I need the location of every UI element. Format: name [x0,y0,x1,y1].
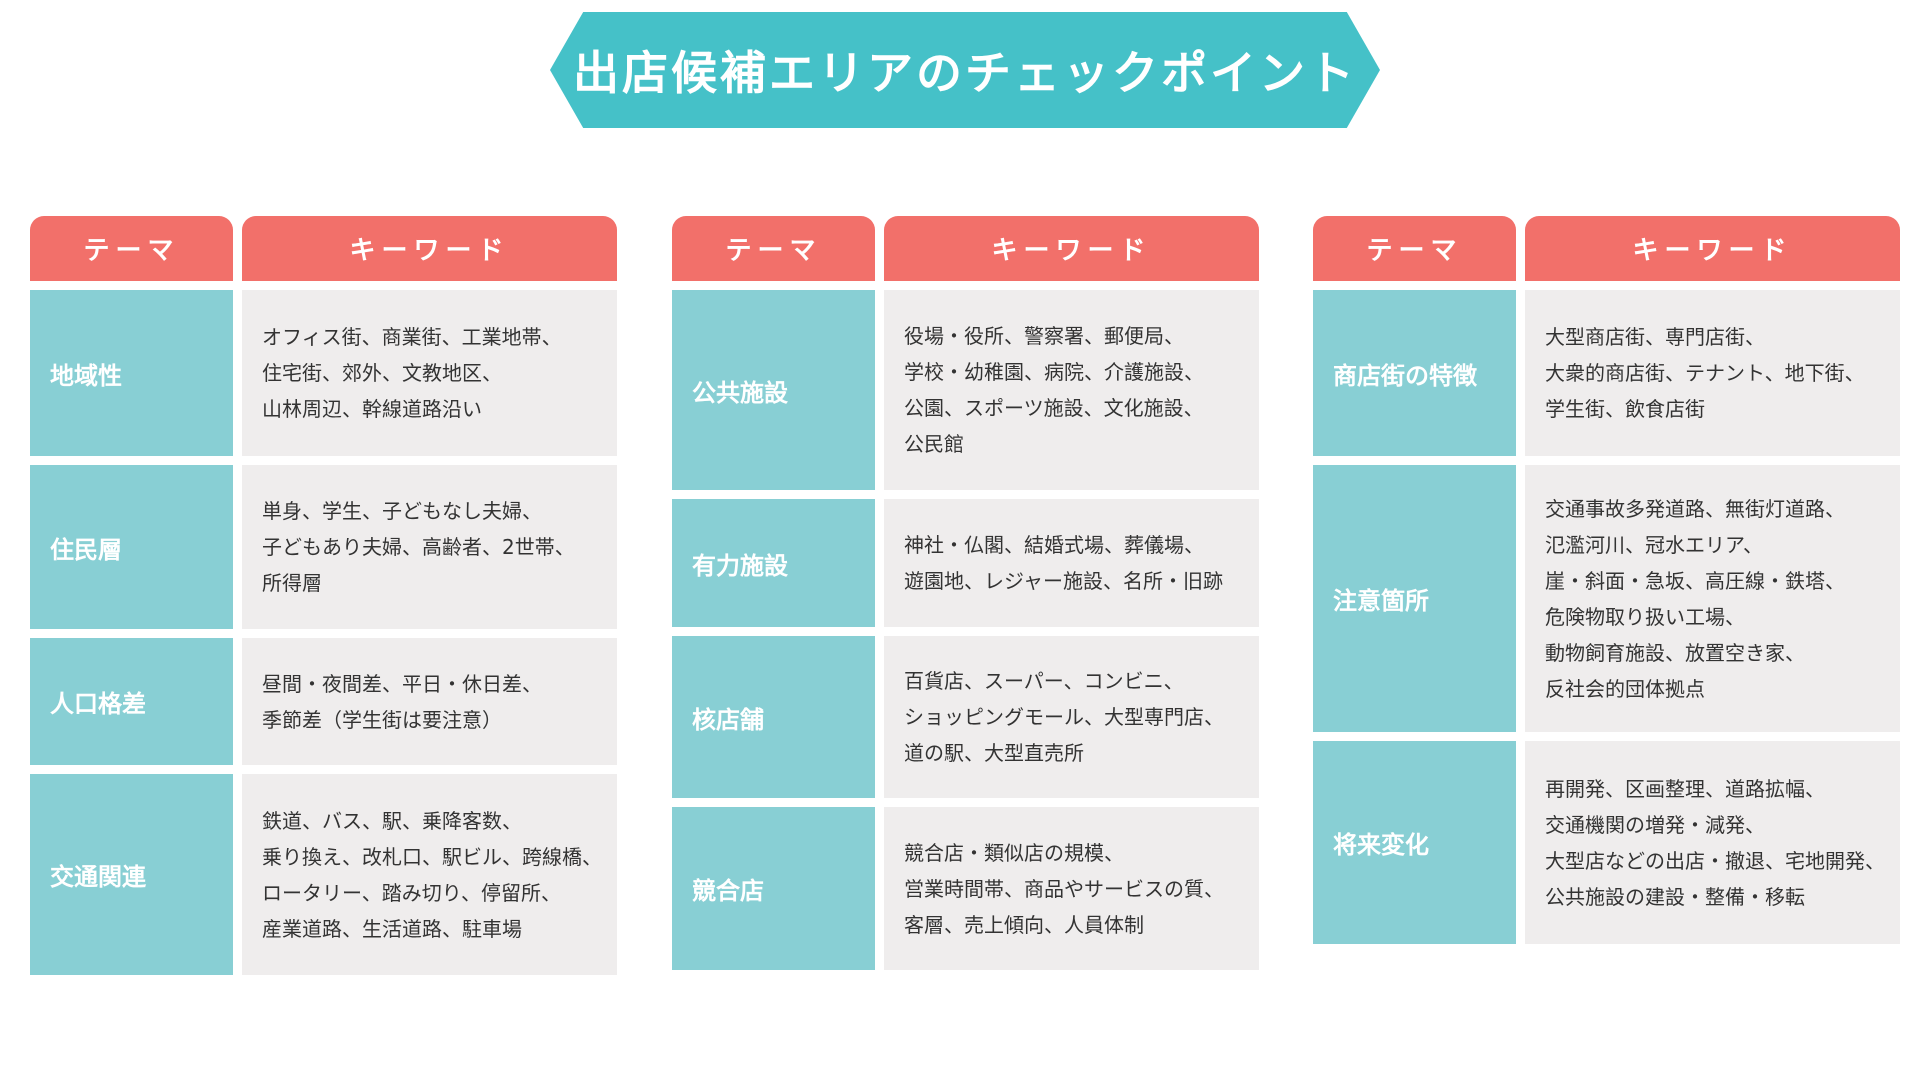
header-theme: テーマ [672,216,875,281]
table-header-row: テーマキーワード [1313,216,1900,281]
theme-cell: 公共施設 [672,290,875,490]
keyword-lines: 昼間・夜間差、平日・休日差、季節差（学生街は要注意） [262,666,542,738]
keyword-line: 季節差（学生街は要注意） [262,707,502,732]
theme-cell: 注意箇所 [1313,465,1516,732]
keyword-cell: 再開発、区画整理、道路拡幅、交通機関の増発・減発、大型店などの出店・撤退、宅地開… [1525,741,1900,944]
table-row: 公共施設役場・役所、警察署、郵便局、学校・幼稚園、病院、介護施設、公園、スポーツ… [672,290,1259,490]
keyword-line: 動物飼育施設、放置空き家、 [1545,640,1805,665]
keyword-line: 大衆的商店街、テナント、地下街、 [1545,361,1865,385]
keyword-line: 道の駅、大型直売所 [904,741,1084,765]
keyword-line: 崖・斜面・急坂、高圧線・鉄塔、 [1545,568,1845,593]
header-keyword: キーワード [1525,216,1900,281]
keyword-line: 営業時間帯、商品やサービスの質、 [904,876,1224,901]
keyword-line: 大型店などの出店・撤退、宅地開発、 [1545,848,1885,873]
keyword-line: 学校・幼稚園、病院、介護施設、 [904,360,1204,384]
table-row: 人口格差昼間・夜間差、平日・休日差、季節差（学生街は要注意） [30,638,617,765]
keyword-line: 役場・役所、警察署、郵便局、 [904,324,1184,348]
keyword-line: 遊園地、レジャー施設、名所・旧跡 [904,569,1223,593]
theme-cell: 交通関連 [30,774,233,975]
table-row: 有力施設神社・仏閣、結婚式場、葬儀場、遊園地、レジャー施設、名所・旧跡 [672,499,1259,627]
keyword-line: ロータリー、踏み切り、停留所、 [262,880,561,905]
keyword-line: 所得層 [262,571,322,595]
keyword-cell: オフィス街、商業街、工業地帯、住宅街、郊外、文教地区、山林周辺、幹線道路沿い [242,290,617,456]
header-keyword: キーワード [884,216,1259,281]
keyword-line: 乗り換え、改札口、駅ビル、跨線橋、 [262,844,602,869]
keyword-line: 住宅街、郊外、文教地区、 [262,361,502,385]
keyword-line: 公民館 [904,432,964,456]
keyword-line: 反社会的団体拠点 [1545,676,1705,701]
keyword-line: 百貨店、スーパー、コンビニ、 [904,669,1184,693]
theme-cell: 将来変化 [1313,741,1516,944]
checkpoint-table-2: テーマキーワード公共施設役場・役所、警察署、郵便局、学校・幼稚園、病院、介護施設… [672,216,1259,979]
table-header-row: テーマキーワード [672,216,1259,281]
keyword-cell: 役場・役所、警察署、郵便局、学校・幼稚園、病院、介護施設、公園、スポーツ施設、文… [884,290,1259,490]
keyword-line: 公共施設の建設・整備・移転 [1545,884,1805,909]
theme-cell: 地域性 [30,290,233,456]
keyword-cell: 鉄道、バス、駅、乗降客数、乗り換え、改札口、駅ビル、跨線橋、ロータリー、踏み切り… [242,774,617,975]
keyword-cell: 競合店・類似店の規模、営業時間帯、商品やサービスの質、客層、売上傾向、人員体制 [884,807,1259,970]
theme-cell: 有力施設 [672,499,875,627]
header-theme: テーマ [1313,216,1516,281]
keyword-cell: 大型商店街、専門店街、大衆的商店街、テナント、地下街、学生街、飲食店街 [1525,290,1900,456]
keyword-lines: 役場・役所、警察署、郵便局、学校・幼稚園、病院、介護施設、公園、スポーツ施設、文… [904,318,1204,462]
table-row: 商店街の特徴大型商店街、専門店街、大衆的商店街、テナント、地下街、学生街、飲食店… [1313,290,1900,456]
table-header-row: テーマキーワード [30,216,617,281]
table-row: 交通関連鉄道、バス、駅、乗降客数、乗り換え、改札口、駅ビル、跨線橋、ロータリー、… [30,774,617,975]
keyword-line: 危険物取り扱い工場、 [1545,604,1745,629]
keyword-line: 山林周辺、幹線道路沿い [262,397,482,421]
table-row: 注意箇所交通事故多発道路、無街灯道路、氾濫河川、冠水エリア、崖・斜面・急坂、高圧… [1313,465,1900,732]
keyword-cell: 神社・仏閣、結婚式場、葬儀場、遊園地、レジャー施設、名所・旧跡 [884,499,1259,627]
title-banner: 出店候補エリアのチェックポイント [550,12,1380,128]
keyword-lines: オフィス街、商業街、工業地帯、住宅街、郊外、文教地区、山林周辺、幹線道路沿い [262,319,562,427]
checkpoint-table-3: テーマキーワード商店街の特徴大型商店街、専門店街、大衆的商店街、テナント、地下街… [1313,216,1900,953]
keyword-line: 客層、売上傾向、人員体制 [904,912,1144,937]
keyword-lines: 大型商店街、専門店街、大衆的商店街、テナント、地下街、学生街、飲食店街 [1545,319,1865,427]
theme-cell: 核店舗 [672,636,875,798]
keyword-line: 神社・仏閣、結婚式場、葬儀場、 [904,533,1204,557]
keyword-line: 交通事故多発道路、無街灯道路、 [1545,496,1845,521]
keyword-line: 昼間・夜間差、平日・休日差、 [262,671,542,696]
keyword-line: 交通機関の増発・減発、 [1545,812,1765,837]
keyword-line: 再開発、区画整理、道路拡幅、 [1545,776,1825,801]
keyword-line: 氾濫河川、冠水エリア、 [1545,532,1763,557]
table-row: 将来変化再開発、区画整理、道路拡幅、交通機関の増発・減発、大型店などの出店・撤退… [1313,741,1900,944]
keyword-line: 競合店・類似店の規模、 [904,840,1124,865]
keyword-lines: 鉄道、バス、駅、乗降客数、乗り換え、改札口、駅ビル、跨線橋、ロータリー、踏み切り… [262,803,602,947]
header-keyword: キーワード [242,216,617,281]
keyword-lines: 単身、学生、子どもなし夫婦、子どもあり夫婦、高齢者、2世帯、所得層 [262,493,575,601]
table-row: 地域性オフィス街、商業街、工業地帯、住宅街、郊外、文教地区、山林周辺、幹線道路沿… [30,290,617,456]
page-title: 出店候補エリアのチェックポイント [573,46,1357,100]
keyword-line: 大型商店街、専門店街、 [1545,325,1765,349]
theme-cell: 競合店 [672,807,875,970]
checkpoint-table-1: テーマキーワード地域性オフィス街、商業街、工業地帯、住宅街、郊外、文教地区、山林… [30,216,617,984]
keyword-lines: 競合店・類似店の規模、営業時間帯、商品やサービスの質、客層、売上傾向、人員体制 [904,835,1224,943]
keyword-cell: 昼間・夜間差、平日・休日差、季節差（学生街は要注意） [242,638,617,765]
keyword-cell: 百貨店、スーパー、コンビニ、ショッピングモール、大型専門店、道の駅、大型直売所 [884,636,1259,798]
keyword-lines: 百貨店、スーパー、コンビニ、ショッピングモール、大型専門店、道の駅、大型直売所 [904,663,1224,771]
keyword-line: 産業道路、生活道路、駐車場 [262,916,522,941]
keyword-lines: 神社・仏閣、結婚式場、葬儀場、遊園地、レジャー施設、名所・旧跡 [904,527,1223,599]
theme-cell: 住民層 [30,465,233,629]
keyword-lines: 交通事故多発道路、無街灯道路、氾濫河川、冠水エリア、崖・斜面・急坂、高圧線・鉄塔… [1545,491,1845,707]
header-theme: テーマ [30,216,233,281]
table-row: 核店舗百貨店、スーパー、コンビニ、ショッピングモール、大型専門店、道の駅、大型直… [672,636,1259,798]
keyword-lines: 再開発、区画整理、道路拡幅、交通機関の増発・減発、大型店などの出店・撤退、宅地開… [1545,771,1885,915]
keyword-line: 学生街、飲食店街 [1545,397,1705,421]
table-row: 競合店競合店・類似店の規模、営業時間帯、商品やサービスの質、客層、売上傾向、人員… [672,807,1259,970]
keyword-line: オフィス街、商業街、工業地帯、 [262,325,562,349]
keyword-line: 鉄道、バス、駅、乗降客数、 [262,808,522,833]
keyword-line: 単身、学生、子どもなし夫婦、 [262,499,542,523]
theme-cell: 商店街の特徴 [1313,290,1516,456]
theme-cell: 人口格差 [30,638,233,765]
keyword-line: ショッピングモール、大型専門店、 [904,705,1224,729]
keyword-cell: 単身、学生、子どもなし夫婦、子どもあり夫婦、高齢者、2世帯、所得層 [242,465,617,629]
keyword-line: 子どもあり夫婦、高齢者、2世帯、 [262,535,575,559]
table-row: 住民層単身、学生、子どもなし夫婦、子どもあり夫婦、高齢者、2世帯、所得層 [30,465,617,629]
keyword-cell: 交通事故多発道路、無街灯道路、氾濫河川、冠水エリア、崖・斜面・急坂、高圧線・鉄塔… [1525,465,1900,732]
keyword-line: 公園、スポーツ施設、文化施設、 [904,396,1204,420]
